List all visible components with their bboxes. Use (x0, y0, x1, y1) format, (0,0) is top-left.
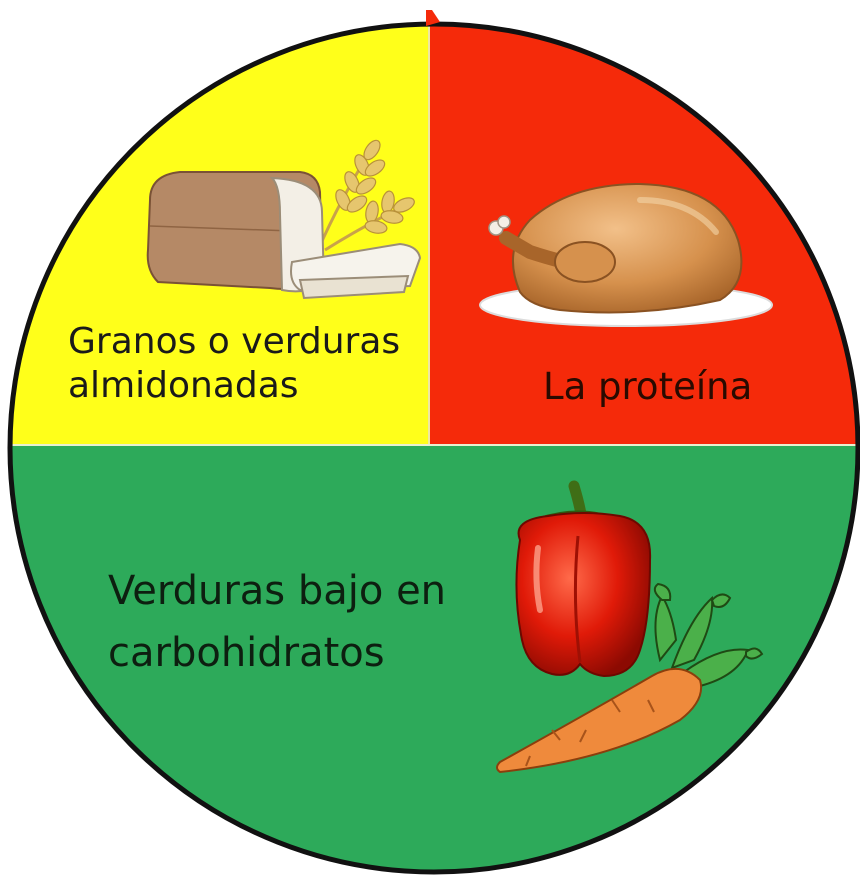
plate-top-notch (426, 10, 440, 26)
vegetables-label-line-1: Verduras bajo en (108, 568, 447, 614)
bread-loaf-icon (146, 171, 422, 300)
grains-label: Granos o verduras almidonadas (68, 320, 400, 408)
grains-label-line-1: Granos o verduras (68, 321, 401, 362)
carrot-icon (496, 582, 764, 774)
grains-label-line-2: almidonadas (68, 364, 299, 406)
vegetables-label: Verduras bajo en carbohidratos (108, 560, 446, 684)
plate-outline (7, 21, 860, 875)
vegetables-label-line-2: carbohidratos (108, 630, 385, 676)
protein-label: La proteína (543, 364, 752, 409)
protein-label-line-1: La proteína (543, 365, 753, 408)
roast-turkey-icon (479, 182, 773, 327)
red-pepper-icon (515, 480, 652, 678)
